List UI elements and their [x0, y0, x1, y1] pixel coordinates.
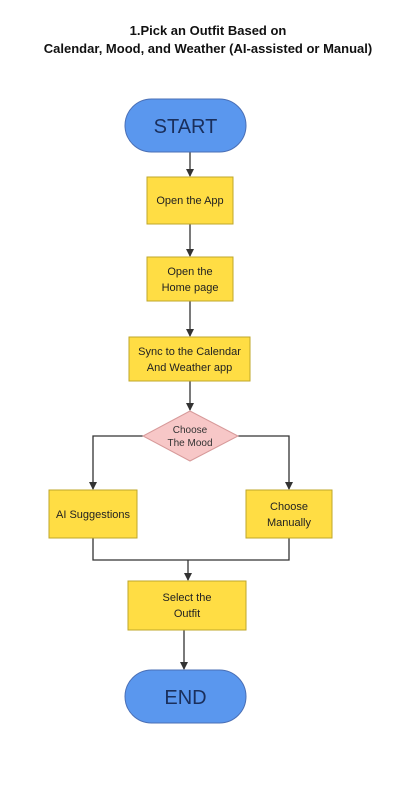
node-open-app-label: Open the App: [156, 195, 223, 207]
node-end-label: END: [164, 687, 206, 709]
edge-choose-mood-to-choose-manually: [238, 435, 293, 490]
node-end: END: [124, 669, 247, 724]
node-ai-suggestions: AI Suggestions: [48, 489, 138, 539]
node-choose-mood-label-1: Choose: [173, 425, 208, 436]
node-ai-suggestions-label: AI Suggestions: [56, 509, 130, 521]
node-open-home: Open the Home page: [146, 256, 234, 302]
edges: [89, 152, 293, 670]
node-open-home-label-2: Home page: [162, 282, 219, 294]
node-open-home-label-1: Open the: [167, 266, 212, 278]
edge-ai-suggestions-to-select-outfit: [92, 538, 290, 561]
node-sync-label-2: And Weather app: [147, 362, 232, 374]
node-open-app: Open the App: [146, 176, 234, 225]
node-choose-mood: Choose The Mood: [141, 410, 240, 462]
node-select-outfit-label-1: Select the: [163, 592, 212, 604]
node-select-outfit: Select the Outfit: [127, 580, 247, 631]
diagram-title-line-1: 1.Pick an Outfit Based on: [129, 23, 287, 38]
edge-choose-mood-to-ai-suggestions: [89, 435, 143, 490]
node-choose-manually: Choose Manually: [245, 489, 333, 539]
node-start-label: START: [154, 116, 218, 138]
node-sync: Sync to the Calendar And Weather app: [128, 336, 251, 382]
node-sync-label-1: Sync to the Calendar: [138, 346, 241, 358]
node-start: START: [124, 98, 247, 153]
diagram-title-line-2: Calendar, Mood, and Weather (AI-assisted…: [43, 41, 373, 56]
node-choose-mood-label-2: The Mood: [167, 438, 212, 449]
node-choose-manually-label-2: Manually: [267, 517, 312, 529]
node-select-outfit-label-2: Outfit: [174, 608, 200, 620]
node-choose-manually-label-1: Choose: [270, 501, 308, 513]
